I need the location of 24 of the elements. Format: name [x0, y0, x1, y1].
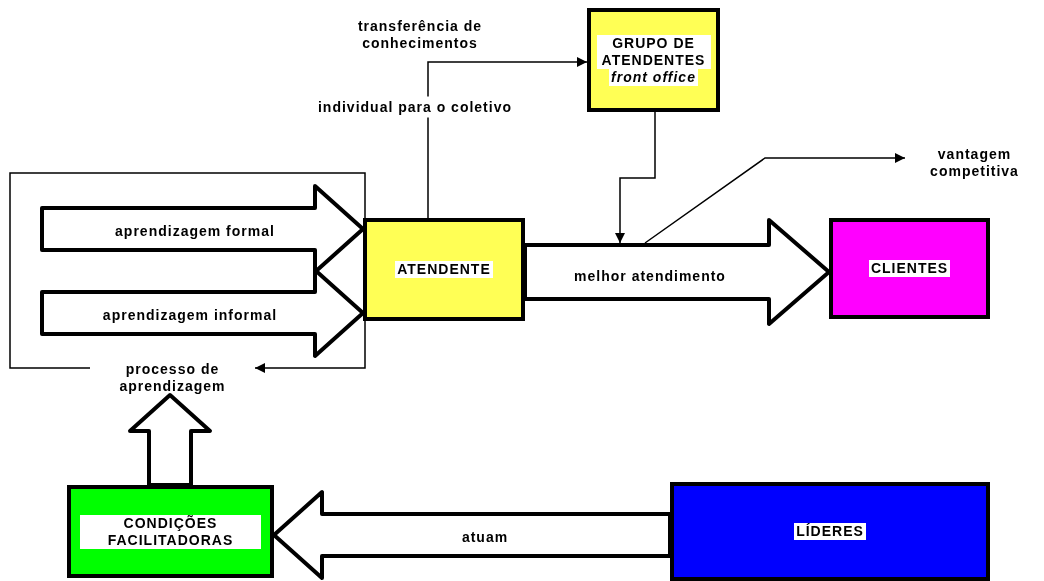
box-label: LÍDERES: [794, 523, 866, 540]
edge-label: aprendizagem informal: [102, 306, 278, 324]
arrow: [644, 153, 906, 244]
process-box: [67, 485, 274, 578]
text-label: transferência de conhecimentos: [356, 18, 484, 52]
process-box: [587, 8, 720, 112]
process-box: [670, 482, 990, 581]
process-box: [829, 218, 990, 319]
block-arrow: [523, 218, 831, 326]
block-arrow: [128, 393, 212, 487]
block-arrow: [40, 268, 365, 358]
box-label: ATENDENTE: [395, 261, 493, 278]
text-label: vantagem competitiva: [929, 146, 1020, 180]
frame-label: processo de aprendizagem: [118, 361, 227, 395]
box-label: CLIENTES: [868, 260, 951, 277]
process-box: [363, 218, 525, 321]
arrow: [615, 111, 656, 244]
edge-label: melhor atendimento: [574, 267, 726, 285]
box-label: CONDIÇÕES FACILITADORAS: [80, 514, 261, 549]
block-arrow: [40, 184, 365, 274]
edge-label: aprendizagem formal: [115, 222, 275, 240]
block-arrow: [272, 490, 672, 580]
edge-label: atuam: [461, 528, 509, 546]
arrow: [427, 57, 588, 219]
